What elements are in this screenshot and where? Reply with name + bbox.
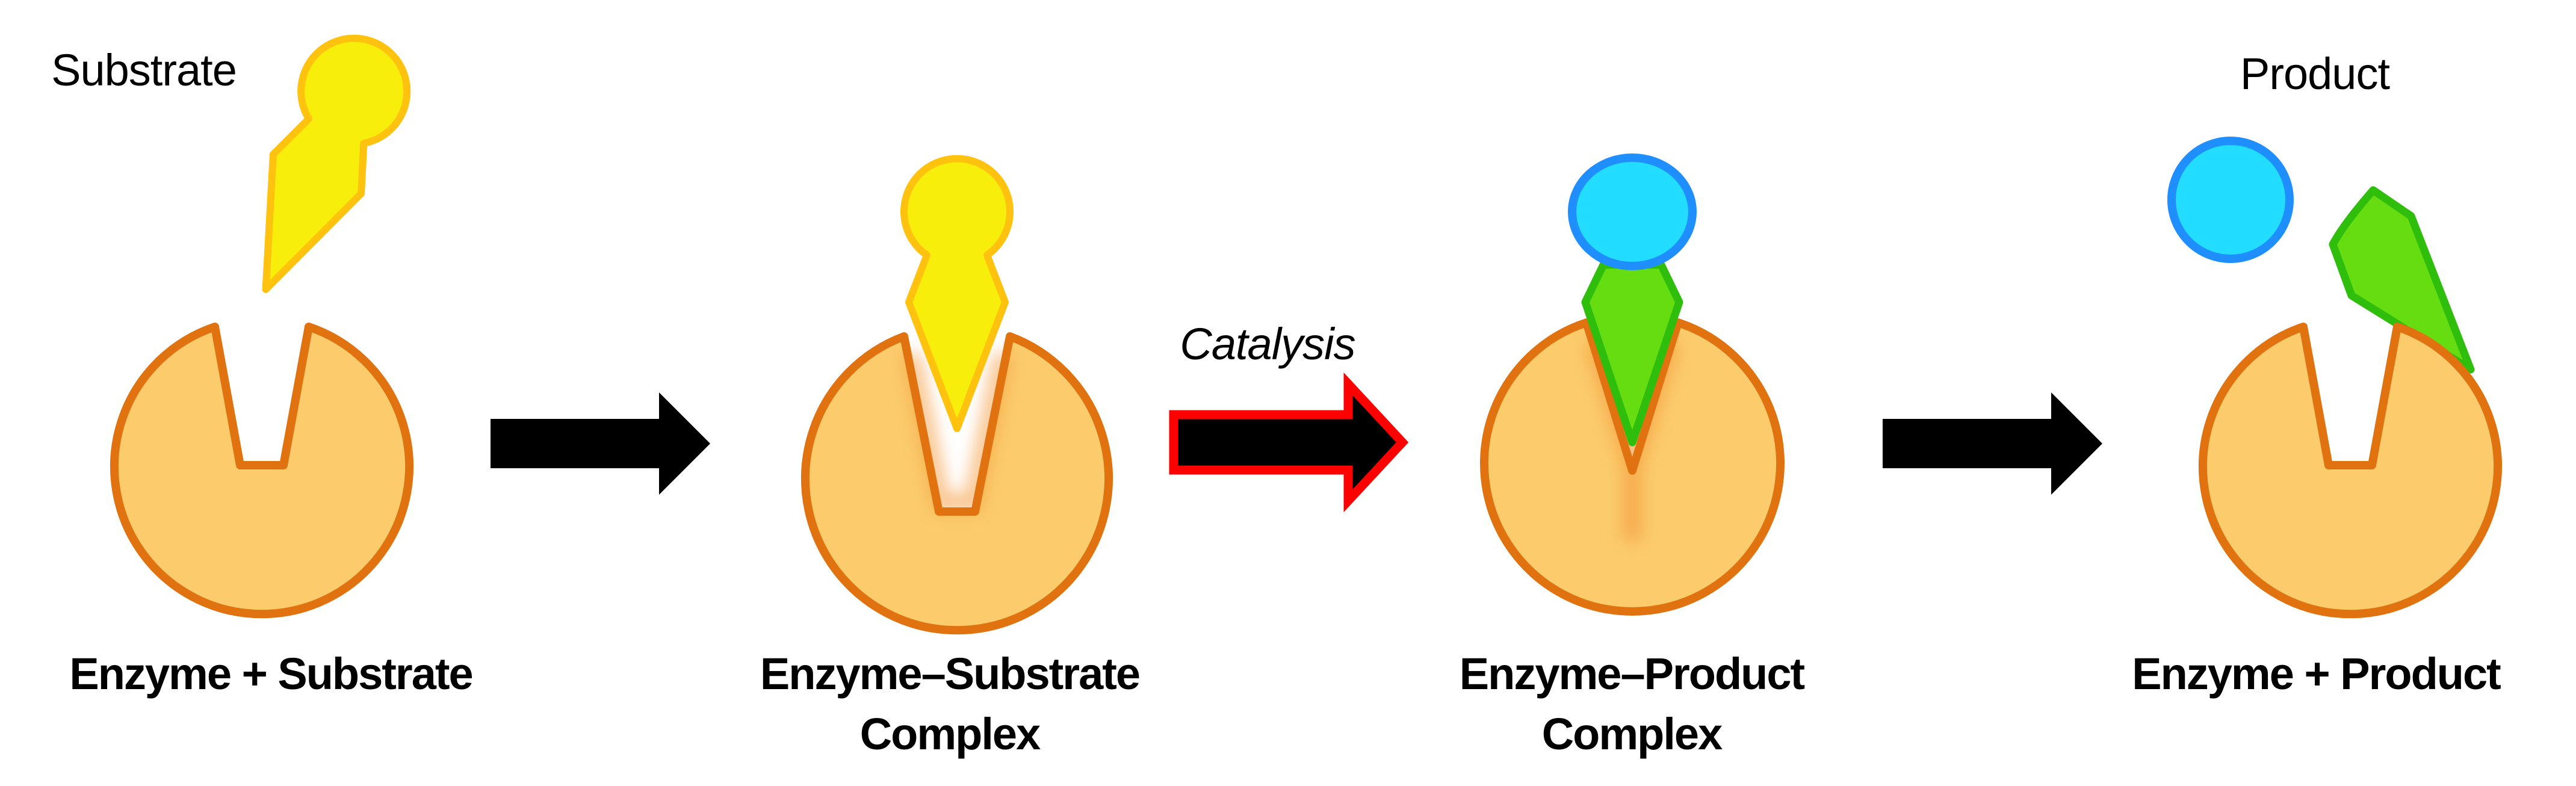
- product-title: Product: [2240, 49, 2390, 99]
- product-ball-bound: [1568, 153, 1697, 270]
- notch-outline-2: [900, 335, 1014, 516]
- arrow-2: [1883, 392, 2102, 495]
- stage-3-label-line1: Enzyme–Product: [1460, 649, 1805, 699]
- panel-enzyme-substrate-complex: Enzyme–Substrate Complex: [760, 155, 1141, 759]
- enzyme-2-body: [801, 332, 1113, 635]
- panel-enzyme-plus-product: Product Enzyme + Product: [2132, 49, 2502, 699]
- substrate-free-shape: [262, 34, 411, 293]
- arrow-1: [491, 392, 710, 495]
- catalysis-step: Catalysis: [1169, 319, 1409, 513]
- catalysis-label: Catalysis: [1180, 319, 1355, 369]
- product-dart-free: [2329, 186, 2475, 374]
- stage-1-label: Enzyme + Substrate: [69, 649, 472, 699]
- catalysis-arrow: [1169, 372, 1409, 513]
- stage-3-label-line2: Complex: [1542, 709, 1723, 759]
- stage-2-label-line1: Enzyme–Substrate: [760, 649, 1139, 699]
- substrate-bound-shape: [900, 155, 1014, 432]
- stage-4-label: Enzyme + Product: [2132, 649, 2501, 699]
- stage-2-label-line2: Complex: [860, 709, 1041, 759]
- enzyme-3-body: [1480, 318, 1785, 616]
- panel-enzyme-product-complex: Enzyme–Product Complex: [1460, 153, 1806, 759]
- product-ball-free: [2167, 137, 2294, 263]
- panel-enzyme-plus-substrate: Substrate Enzyme + Substrate: [51, 34, 474, 699]
- notch-outline-3: [1582, 321, 1682, 475]
- substrate-title: Substrate: [51, 45, 237, 95]
- enzyme-1-body: [110, 323, 413, 619]
- enzyme-4-body: [2199, 323, 2502, 619]
